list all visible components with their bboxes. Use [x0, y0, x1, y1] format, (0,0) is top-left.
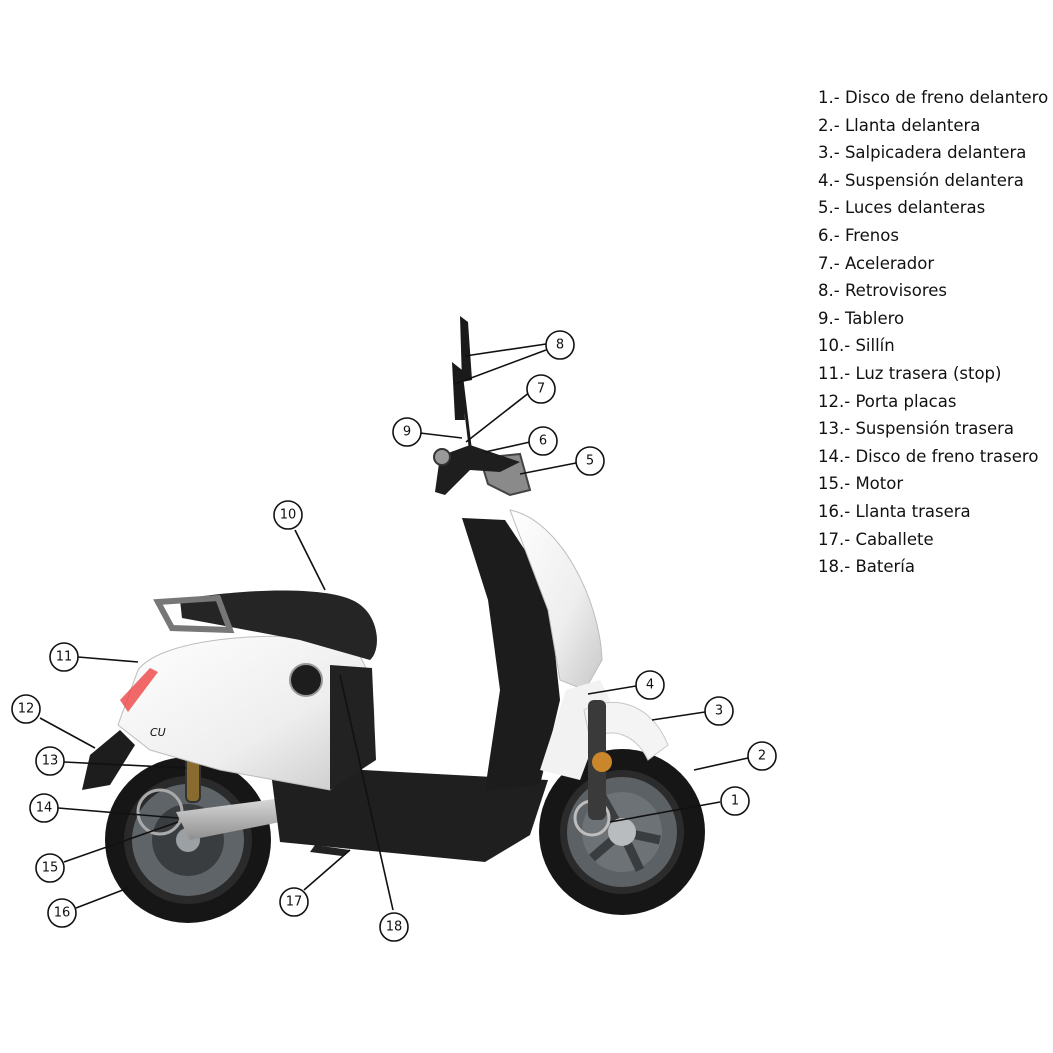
battery-panel — [330, 665, 376, 790]
callout-label: 17 — [286, 895, 303, 910]
callout-label: 16 — [54, 906, 71, 921]
callout-5: 5 — [575, 446, 605, 476]
model-badge: CU — [150, 726, 166, 739]
front-reflector — [592, 752, 612, 772]
callout-15: 15 — [35, 853, 65, 883]
mirror-lower — [452, 362, 465, 420]
seat — [180, 590, 377, 660]
steering-column — [462, 518, 560, 790]
legend-item: 2.- Llanta delantera — [818, 115, 981, 135]
logo-badge — [289, 663, 323, 697]
parts-legend: 1.- Disco de freno delantero 2.- Llanta … — [818, 84, 1048, 581]
callouts: 1 2 3 4 5 6 7 8 9 10 11 12 13 14 15 16 1… — [11, 330, 777, 942]
callout-18: 18 — [379, 912, 409, 942]
callout-label: 1 — [731, 794, 739, 809]
swing-arm — [176, 798, 300, 840]
leader-9 — [419, 432, 463, 439]
callout-4: 4 — [635, 670, 665, 700]
legend-item: 1.- Disco de freno delantero — [818, 88, 1049, 107]
callout-label: 14 — [36, 801, 53, 816]
leader-5 — [519, 462, 577, 475]
legend-item: 3.- Salpicadera delantera — [818, 143, 1027, 163]
leader-2 — [693, 757, 749, 771]
callout-label: 9 — [403, 425, 411, 440]
scooter-illustration: CU — [82, 316, 705, 923]
callout-label: 18 — [386, 920, 403, 935]
leader-10 — [294, 529, 326, 591]
callout-17: 17 — [279, 887, 309, 917]
leader-1 — [609, 801, 721, 823]
leader-14 — [57, 807, 179, 819]
license-plate-holder — [82, 730, 135, 790]
leader-lines — [39, 343, 749, 911]
leader-8b — [454, 349, 547, 385]
legend-item: 10.- Sillín — [818, 336, 895, 356]
callout-label: 3 — [715, 704, 723, 719]
leader-11 — [77, 656, 139, 663]
grab-rail — [153, 594, 235, 634]
legend-item: 6.- Frenos — [818, 225, 899, 245]
legend-item: 12.- Porta placas — [818, 391, 957, 411]
kickstand — [310, 845, 350, 856]
callout-6: 6 — [528, 426, 558, 456]
legend-item: 11.- Luz trasera (stop) — [818, 363, 1002, 383]
callout-9: 9 — [392, 417, 422, 447]
legend-item: 17.- Caballete — [818, 529, 934, 549]
legend-item: 5.- Luces delanteras — [818, 198, 986, 218]
handlebar — [435, 445, 520, 495]
callout-label: 4 — [646, 678, 654, 693]
leader-15 — [63, 821, 179, 863]
leader-16 — [75, 887, 129, 909]
callout-label: 10 — [280, 508, 297, 523]
callout-3: 3 — [704, 696, 734, 726]
callout-label: 12 — [18, 702, 35, 717]
callout-13: 13 — [35, 746, 65, 776]
leader-13 — [63, 761, 187, 769]
legend-item: 13.- Suspensión trasera — [818, 419, 1015, 439]
callout-label: 5 — [586, 454, 594, 469]
legend-item: 4.- Suspensión delantera — [818, 170, 1024, 190]
mirror-upper — [460, 316, 472, 382]
rear-light — [120, 668, 158, 712]
callout-2: 2 — [747, 741, 777, 771]
callout-10: 10 — [273, 500, 303, 530]
callout-11: 11 — [49, 642, 79, 672]
leader-6 — [484, 441, 531, 453]
legend-item: 16.- Llanta trasera — [818, 501, 971, 521]
callout-14: 14 — [29, 793, 59, 823]
mirror-stem — [460, 379, 472, 447]
throttle-grip — [433, 448, 451, 466]
frame-floor — [270, 765, 548, 862]
leader-8a — [464, 343, 547, 357]
leader-4 — [587, 685, 637, 695]
callout-label: 6 — [539, 434, 547, 449]
callout-label: 7 — [537, 382, 545, 397]
legend-item: 7.- Acelerador — [818, 253, 935, 273]
leader-7 — [465, 391, 531, 443]
callout-label: 8 — [556, 338, 564, 353]
legend-item: 18.- Batería — [818, 557, 915, 577]
callout-1: 1 — [720, 786, 750, 816]
callout-16: 16 — [47, 898, 77, 928]
legend-item: 8.- Retrovisores — [818, 281, 948, 301]
front-shield — [509, 509, 603, 691]
leader-18 — [339, 674, 394, 911]
leader-12 — [39, 717, 96, 749]
legend-item: 15.- Motor — [818, 474, 904, 494]
callout-8: 8 — [545, 330, 575, 360]
callout-label: 13 — [42, 754, 59, 769]
callout-label: 11 — [56, 650, 73, 665]
leader-17 — [303, 849, 351, 891]
callout-label: 15 — [42, 861, 59, 876]
legend-item: 9.- Tablero — [818, 308, 905, 328]
callout-7: 7 — [526, 374, 556, 404]
callout-label: 2 — [758, 749, 766, 764]
callout-12: 12 — [11, 694, 41, 724]
legend-item: 14.- Disco de freno trasero — [818, 446, 1039, 466]
leader-3 — [651, 711, 706, 721]
